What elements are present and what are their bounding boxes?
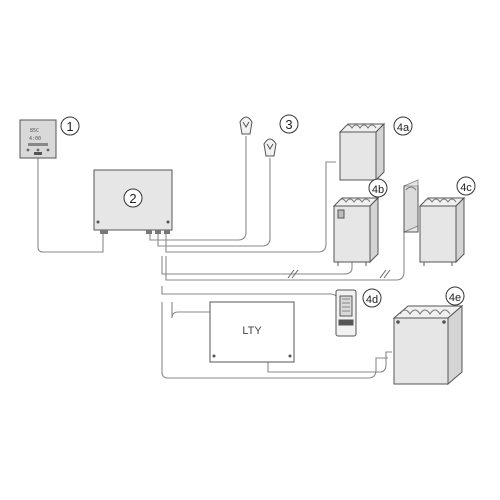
heater-4a	[338, 122, 386, 182]
callout-3-label: 3	[285, 117, 292, 132]
control-panel: 85C 4:00	[19, 119, 57, 159]
callout-4c-label: 4c	[460, 182, 472, 194]
callout-1-circle	[60, 116, 80, 136]
power-unit	[93, 169, 173, 234]
wire-panel-to-unit	[37, 158, 104, 253]
wire-sensor-a	[149, 136, 247, 241]
callout-4a-label: 4a	[397, 122, 410, 134]
callout-2-label: 2	[129, 191, 136, 206]
callout-4e-circle	[445, 286, 465, 306]
panel-temp-text: 85C	[30, 128, 39, 134]
callout-4b-label: 4b	[372, 184, 384, 196]
callout-labels: 1 2 3 4a 4b 4c 4d 4e	[66, 117, 472, 306]
lty-label: LTY	[242, 325, 262, 337]
heater-4c	[403, 179, 466, 266]
callout-4e-label: 4e	[449, 292, 461, 304]
callout-4c-circle	[456, 176, 476, 196]
cable-break-marks	[287, 269, 391, 279]
heater-4e	[392, 304, 464, 386]
callouts	[60, 114, 476, 308]
wiring	[37, 136, 405, 379]
panel-time-text: 4:00	[29, 136, 41, 142]
sensor-b	[263, 138, 277, 157]
callout-4d-label: 4d	[366, 294, 378, 306]
wire-lty-out	[267, 351, 392, 373]
temperature-sensors	[239, 116, 277, 157]
callout-3-circle	[279, 114, 299, 134]
wire-heater-4c	[165, 232, 405, 281]
sensor-a	[239, 116, 253, 135]
wire-heater-4a	[165, 161, 336, 253]
callout-4b-circle	[368, 178, 388, 198]
callout-4d-circle	[362, 288, 382, 308]
heater-4b	[332, 196, 380, 266]
wire-heater-4b	[161, 256, 353, 275]
wire-lty-in	[171, 302, 212, 319]
callout-2-circle	[123, 188, 143, 208]
lty-box: LTY	[209, 301, 295, 363]
callout-1-label: 1	[66, 119, 73, 134]
control-unit-4d	[335, 289, 357, 337]
callout-4a-circle	[393, 116, 413, 136]
wire-sensor-b	[157, 158, 271, 247]
